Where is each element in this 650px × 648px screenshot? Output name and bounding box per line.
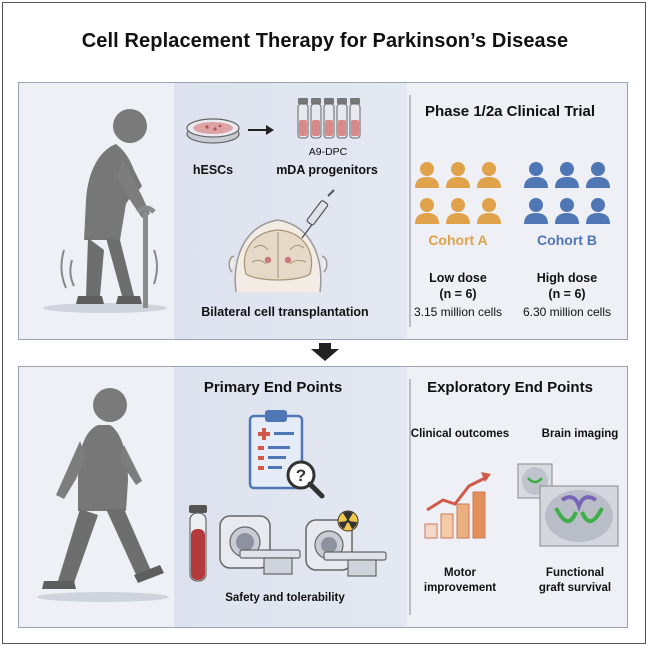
elderly-person-with-cane-icon: [43, 109, 167, 313]
svg-text:?: ?: [296, 466, 306, 485]
magnifier-question-icon: ?: [286, 460, 325, 499]
blood-tube-icon: [189, 505, 207, 582]
cohort-a-cells: 3.15 million cells: [413, 305, 503, 319]
cohort-a-label: Cohort A: [428, 232, 488, 248]
walking-person-icon: [37, 388, 169, 602]
arrow-icon: [248, 125, 274, 135]
graft-label-line2: graft survival: [538, 582, 612, 594]
progenitor-vials-icon: [297, 98, 361, 139]
cohort-a-group-icon: [415, 162, 501, 224]
trial-title: Phase 1/2a Clinical Trial: [424, 103, 596, 120]
mri-scanner-icon: [219, 515, 301, 575]
cohort-b-dose: High dose: [536, 271, 598, 285]
primary-endpoints-title: Primary End Points: [203, 379, 343, 396]
cohort-b-group-icon: [524, 162, 610, 224]
brain-imaging-label: Brain imaging: [541, 428, 619, 440]
safety-label: Safety and tolerability: [225, 592, 345, 604]
motor-label-line1: Motor: [444, 567, 476, 579]
pet-scanner-icon: [305, 519, 387, 577]
panel-divider: [409, 379, 411, 615]
cohort-a-dose: Low dose: [429, 271, 487, 285]
cohort-b-label: Cohort B: [537, 232, 597, 248]
syringe-icon: [301, 189, 335, 239]
motor-label-line2: improvement: [423, 582, 497, 594]
figure-title: Cell Replacement Therapy for Parkinson’s…: [81, 30, 569, 52]
radiation-icon: [337, 510, 359, 532]
hescs-label: hESCs: [192, 163, 234, 177]
a9-dpc-label: A9-DPC: [308, 146, 348, 158]
cohort-b-n: (n = 6): [548, 287, 586, 301]
panel-divider: [409, 95, 411, 327]
mda-progenitors-label: mDA progenitors: [276, 163, 378, 177]
cohort-b-cells: 6.30 million cells: [522, 305, 612, 319]
growth-chart-icon: [424, 472, 491, 539]
clinical-outcomes-label: Clinical outcomes: [410, 428, 510, 440]
brain-scan-icon: [517, 463, 619, 547]
cohort-a-n: (n = 6): [439, 287, 477, 301]
graft-label-line1: Functional: [545, 567, 605, 579]
down-arrow-icon: [311, 343, 339, 361]
petri-dish-icon: [186, 118, 240, 144]
brain-head-icon: [228, 219, 328, 293]
exploratory-endpoints-title: Exploratory End Points: [427, 379, 593, 396]
transplant-label: Bilateral cell transplantation: [201, 305, 369, 319]
